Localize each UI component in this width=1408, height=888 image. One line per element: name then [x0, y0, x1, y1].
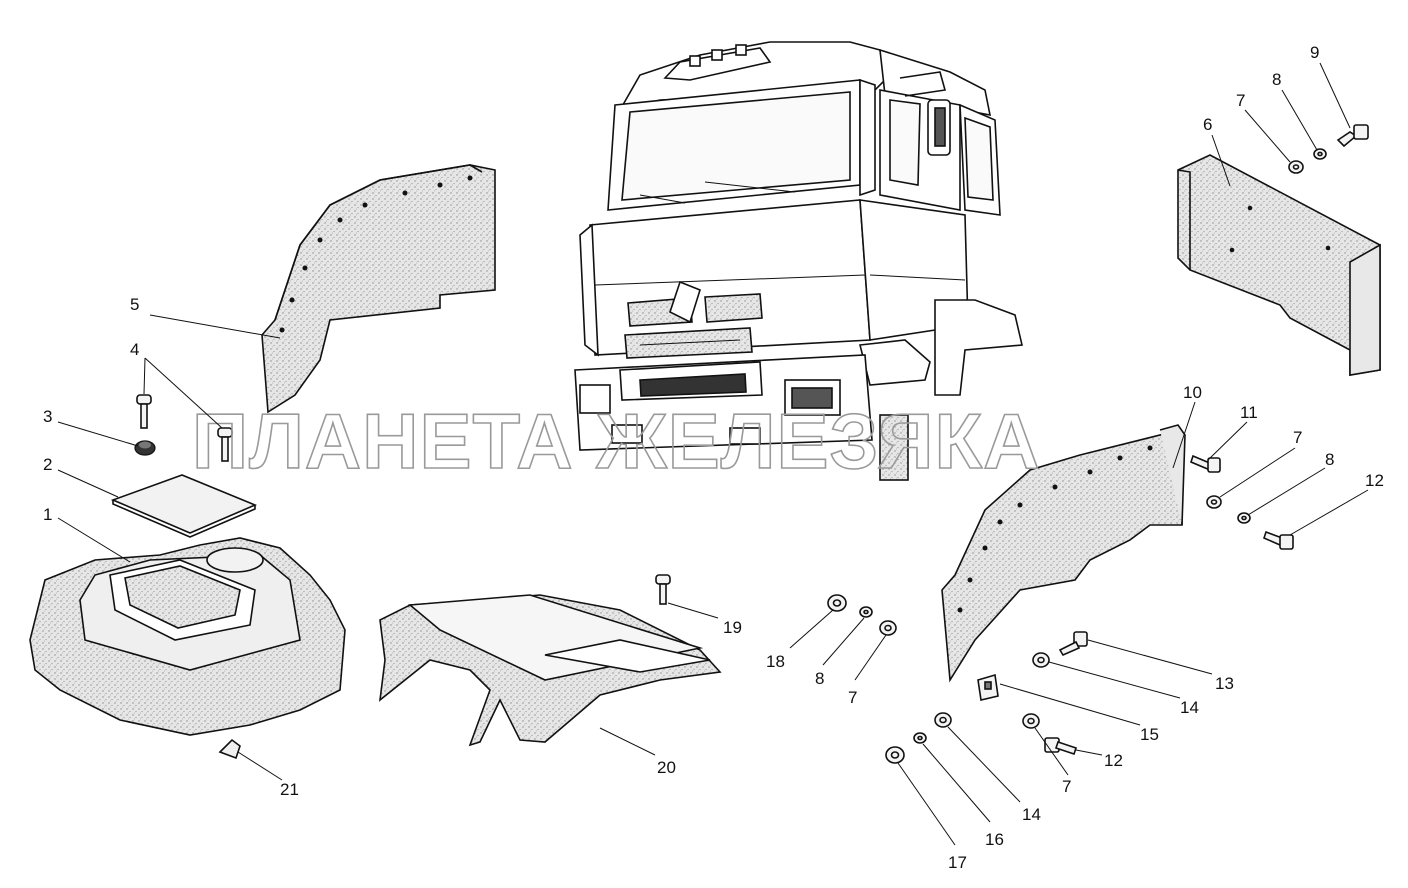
callout-16: 16 [985, 830, 1004, 849]
part-1-engine-tunnel-cover [29, 537, 346, 736]
callout-8-upper: 8 [1272, 70, 1281, 89]
part-10-side-insulation-panel [941, 424, 1186, 683]
part-6-rear-insulation-panel [1177, 154, 1381, 376]
part-20-tunnel-panel [378, 594, 722, 747]
callout-5: 5 [130, 295, 139, 314]
callout-12-lower: 12 [1104, 751, 1123, 770]
hardware-washers-nuts [827, 124, 1369, 764]
leader-lines [57, 62, 1369, 846]
callout-8-mid: 8 [815, 669, 824, 688]
callout-13: 13 [1215, 674, 1234, 693]
callout-1: 1 [43, 505, 52, 524]
truck-cab [574, 41, 1023, 481]
callout-14-lower: 14 [1022, 805, 1041, 824]
callout-7-mid: 7 [848, 688, 857, 707]
callout-9: 9 [1310, 43, 1319, 62]
part-5-side-insulation-panel [261, 164, 496, 414]
callout-21: 21 [280, 780, 299, 799]
callout-7-right: 7 [1293, 428, 1302, 447]
callout-17: 17 [948, 853, 967, 872]
callout-10: 10 [1183, 383, 1202, 402]
callout-19: 19 [723, 618, 742, 637]
part-3-grommet [134, 440, 156, 456]
callout-labels: 1 2 3 4 5 6 7 8 9 10 11 7 8 12 13 14 15 … [43, 43, 1384, 872]
part-2-hatch-plate [110, 474, 258, 538]
part-19-bolt [655, 574, 671, 605]
callout-4: 4 [130, 340, 139, 359]
callout-14-right: 14 [1180, 698, 1199, 717]
callout-12-right: 12 [1365, 471, 1384, 490]
callout-6: 6 [1203, 115, 1212, 134]
callout-7-upper: 7 [1236, 91, 1245, 110]
callout-18: 18 [766, 652, 785, 671]
callout-8-right: 8 [1325, 450, 1334, 469]
callout-7-lower: 7 [1062, 777, 1071, 796]
watermark-text: ПЛАНЕТА ЖЕЛЕЗЯКА [192, 397, 1040, 485]
part-21-clip [218, 738, 241, 760]
callout-2: 2 [43, 455, 52, 474]
callout-15: 15 [1140, 725, 1159, 744]
callout-3: 3 [43, 407, 52, 426]
callout-20: 20 [657, 758, 676, 777]
callout-11: 11 [1240, 403, 1258, 422]
part-4-screws [136, 394, 233, 462]
